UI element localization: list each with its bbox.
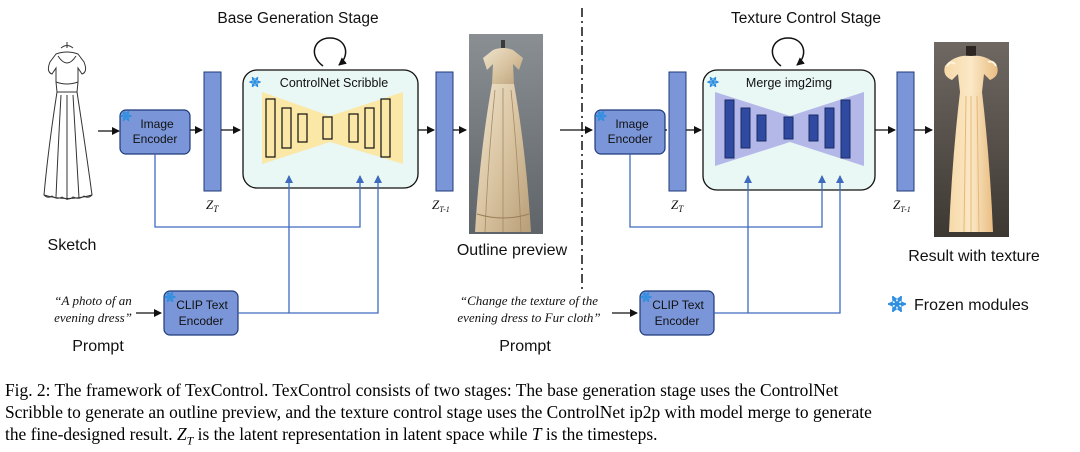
timestep-loop-2	[771, 37, 805, 67]
prompt-2-text-line2: evening dress to Fur cloth”	[457, 310, 600, 325]
conditioning-lines-2	[629, 154, 844, 314]
stage1-title: Base Generation Stage	[217, 10, 378, 27]
snowflake-icon	[887, 295, 907, 313]
outline-preview-label: Outline preview	[457, 242, 568, 259]
framework-figure: Base Generation Stage Sketch Image Encod…	[43, 8, 1040, 355]
prompt-1-text-line2: evening dress”	[54, 310, 132, 325]
caption-line-3: the fine-designed result. ZT is the late…	[5, 423, 1075, 451]
latent-zt-2	[668, 71, 687, 192]
sketch-label: Sketch	[48, 237, 97, 254]
latent-zt-1-label: ZT	[206, 197, 219, 214]
controlnet-scribble-label: ControlNet Scribble	[280, 76, 388, 90]
result-label: Result with texture	[908, 248, 1040, 265]
clip-encoder-2-line2: Encoder	[655, 314, 700, 328]
caption-text-3c: is the timesteps.	[545, 424, 658, 444]
caption-line-2: Scribble to generate an outline preview,…	[5, 402, 872, 422]
latent-zt1-1	[435, 71, 454, 192]
conditioning-lines-1	[154, 154, 382, 314]
result-texture-image	[934, 42, 1009, 237]
snowflake-icon	[707, 76, 719, 88]
clip-encoder-1-line1: CLIP Text	[176, 298, 228, 312]
caption-fig-label: Fig. 2:	[5, 380, 51, 400]
prompt-2-label: Prompt	[499, 338, 551, 355]
image-encoder-2: Image Encoder	[594, 109, 666, 155]
stage2-title: Texture Control Stage	[731, 10, 881, 27]
prompt-1-text-line1: “A photo of an	[54, 293, 131, 308]
merge-img2img-label: Merge img2img	[746, 76, 832, 90]
latent-zt1-2	[896, 71, 915, 192]
caption-text-1: The framework of TexControl. TexControl …	[54, 380, 839, 400]
image-encoder-2-line1: Image	[615, 117, 649, 131]
image-encoder-1-line1: Image	[140, 117, 174, 131]
timestep-loop-1	[313, 37, 347, 67]
figure-caption: Fig. 2: The framework of TexControl. Tex…	[5, 379, 1075, 451]
clip-encoder-1-line2: Encoder	[179, 314, 224, 328]
outline-preview-image	[469, 34, 543, 234]
snowflake-icon	[249, 76, 261, 88]
controlnet-scribble-module: ControlNet Scribble	[242, 69, 419, 189]
snowflake-icon	[164, 291, 176, 303]
clip-text-encoder-1: CLIP Text Encoder	[163, 290, 239, 336]
caption-math-z: ZT	[176, 424, 194, 448]
legend-label: Frozen modules	[914, 297, 1029, 314]
caption-text-3a: the fine-designed result.	[5, 424, 173, 444]
snowflake-icon	[120, 110, 132, 122]
caption-line-1: Fig. 2: The framework of TexControl. Tex…	[5, 379, 1075, 401]
latent-zt1-2-label: ZT-1	[893, 197, 911, 214]
image-encoder-1: Image Encoder	[119, 109, 191, 155]
caption-math-t: T	[531, 424, 542, 444]
prompt-2-text-line1: “Change the texture of the	[460, 293, 598, 308]
latent-zt-1	[203, 71, 222, 192]
scribble-unet-blocks	[265, 98, 391, 158]
clip-encoder-2-line1: CLIP Text	[652, 298, 704, 312]
latent-zt-2-label: ZT	[671, 197, 684, 214]
snowflake-icon	[595, 110, 607, 122]
clip-text-encoder-2: CLIP Text Encoder	[639, 290, 715, 336]
merge-unet-blocks	[724, 99, 851, 159]
sketch-image	[43, 42, 93, 200]
snowflake-icon	[640, 291, 652, 303]
prompt-1-label: Prompt	[72, 338, 124, 355]
caption-text-3b: is the latent representation in latent s…	[197, 424, 528, 444]
latent-zt1-1-label: ZT-1	[432, 197, 450, 214]
image-encoder-2-line2: Encoder	[608, 132, 653, 146]
image-encoder-1-line2: Encoder	[133, 132, 178, 146]
